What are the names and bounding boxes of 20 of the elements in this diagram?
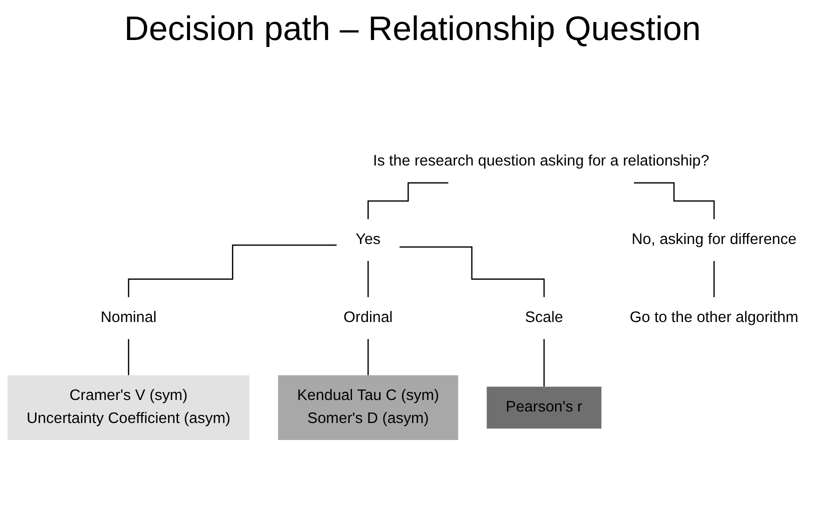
connector [634, 182, 715, 220]
connector [368, 338, 369, 376]
node-text: Nominal [100, 310, 157, 326]
connector [128, 244, 337, 298]
title: Decision path – Relationship Question [124, 10, 701, 49]
node-box: Kendual Tau C (sym) Somer's D (asym) [278, 375, 458, 440]
node-text: Go to the other algorithm [630, 310, 798, 326]
connector [543, 338, 545, 388]
node-text: Scale [525, 310, 564, 326]
connector [368, 182, 448, 220]
node-text: Ordinal [344, 310, 393, 326]
node-text: Is the research question asking for a relationship? [372, 153, 710, 170]
node-box: Pearson's r [486, 386, 602, 429]
connector [713, 260, 715, 298]
connector [128, 338, 130, 376]
node-text: Yes [356, 231, 381, 248]
node-box: Cramer's V (sym) Uncertainty Coefficient (asym) [8, 375, 250, 440]
connector [400, 246, 545, 298]
node-text: No, asking for difference [632, 231, 797, 248]
connector [368, 260, 369, 298]
